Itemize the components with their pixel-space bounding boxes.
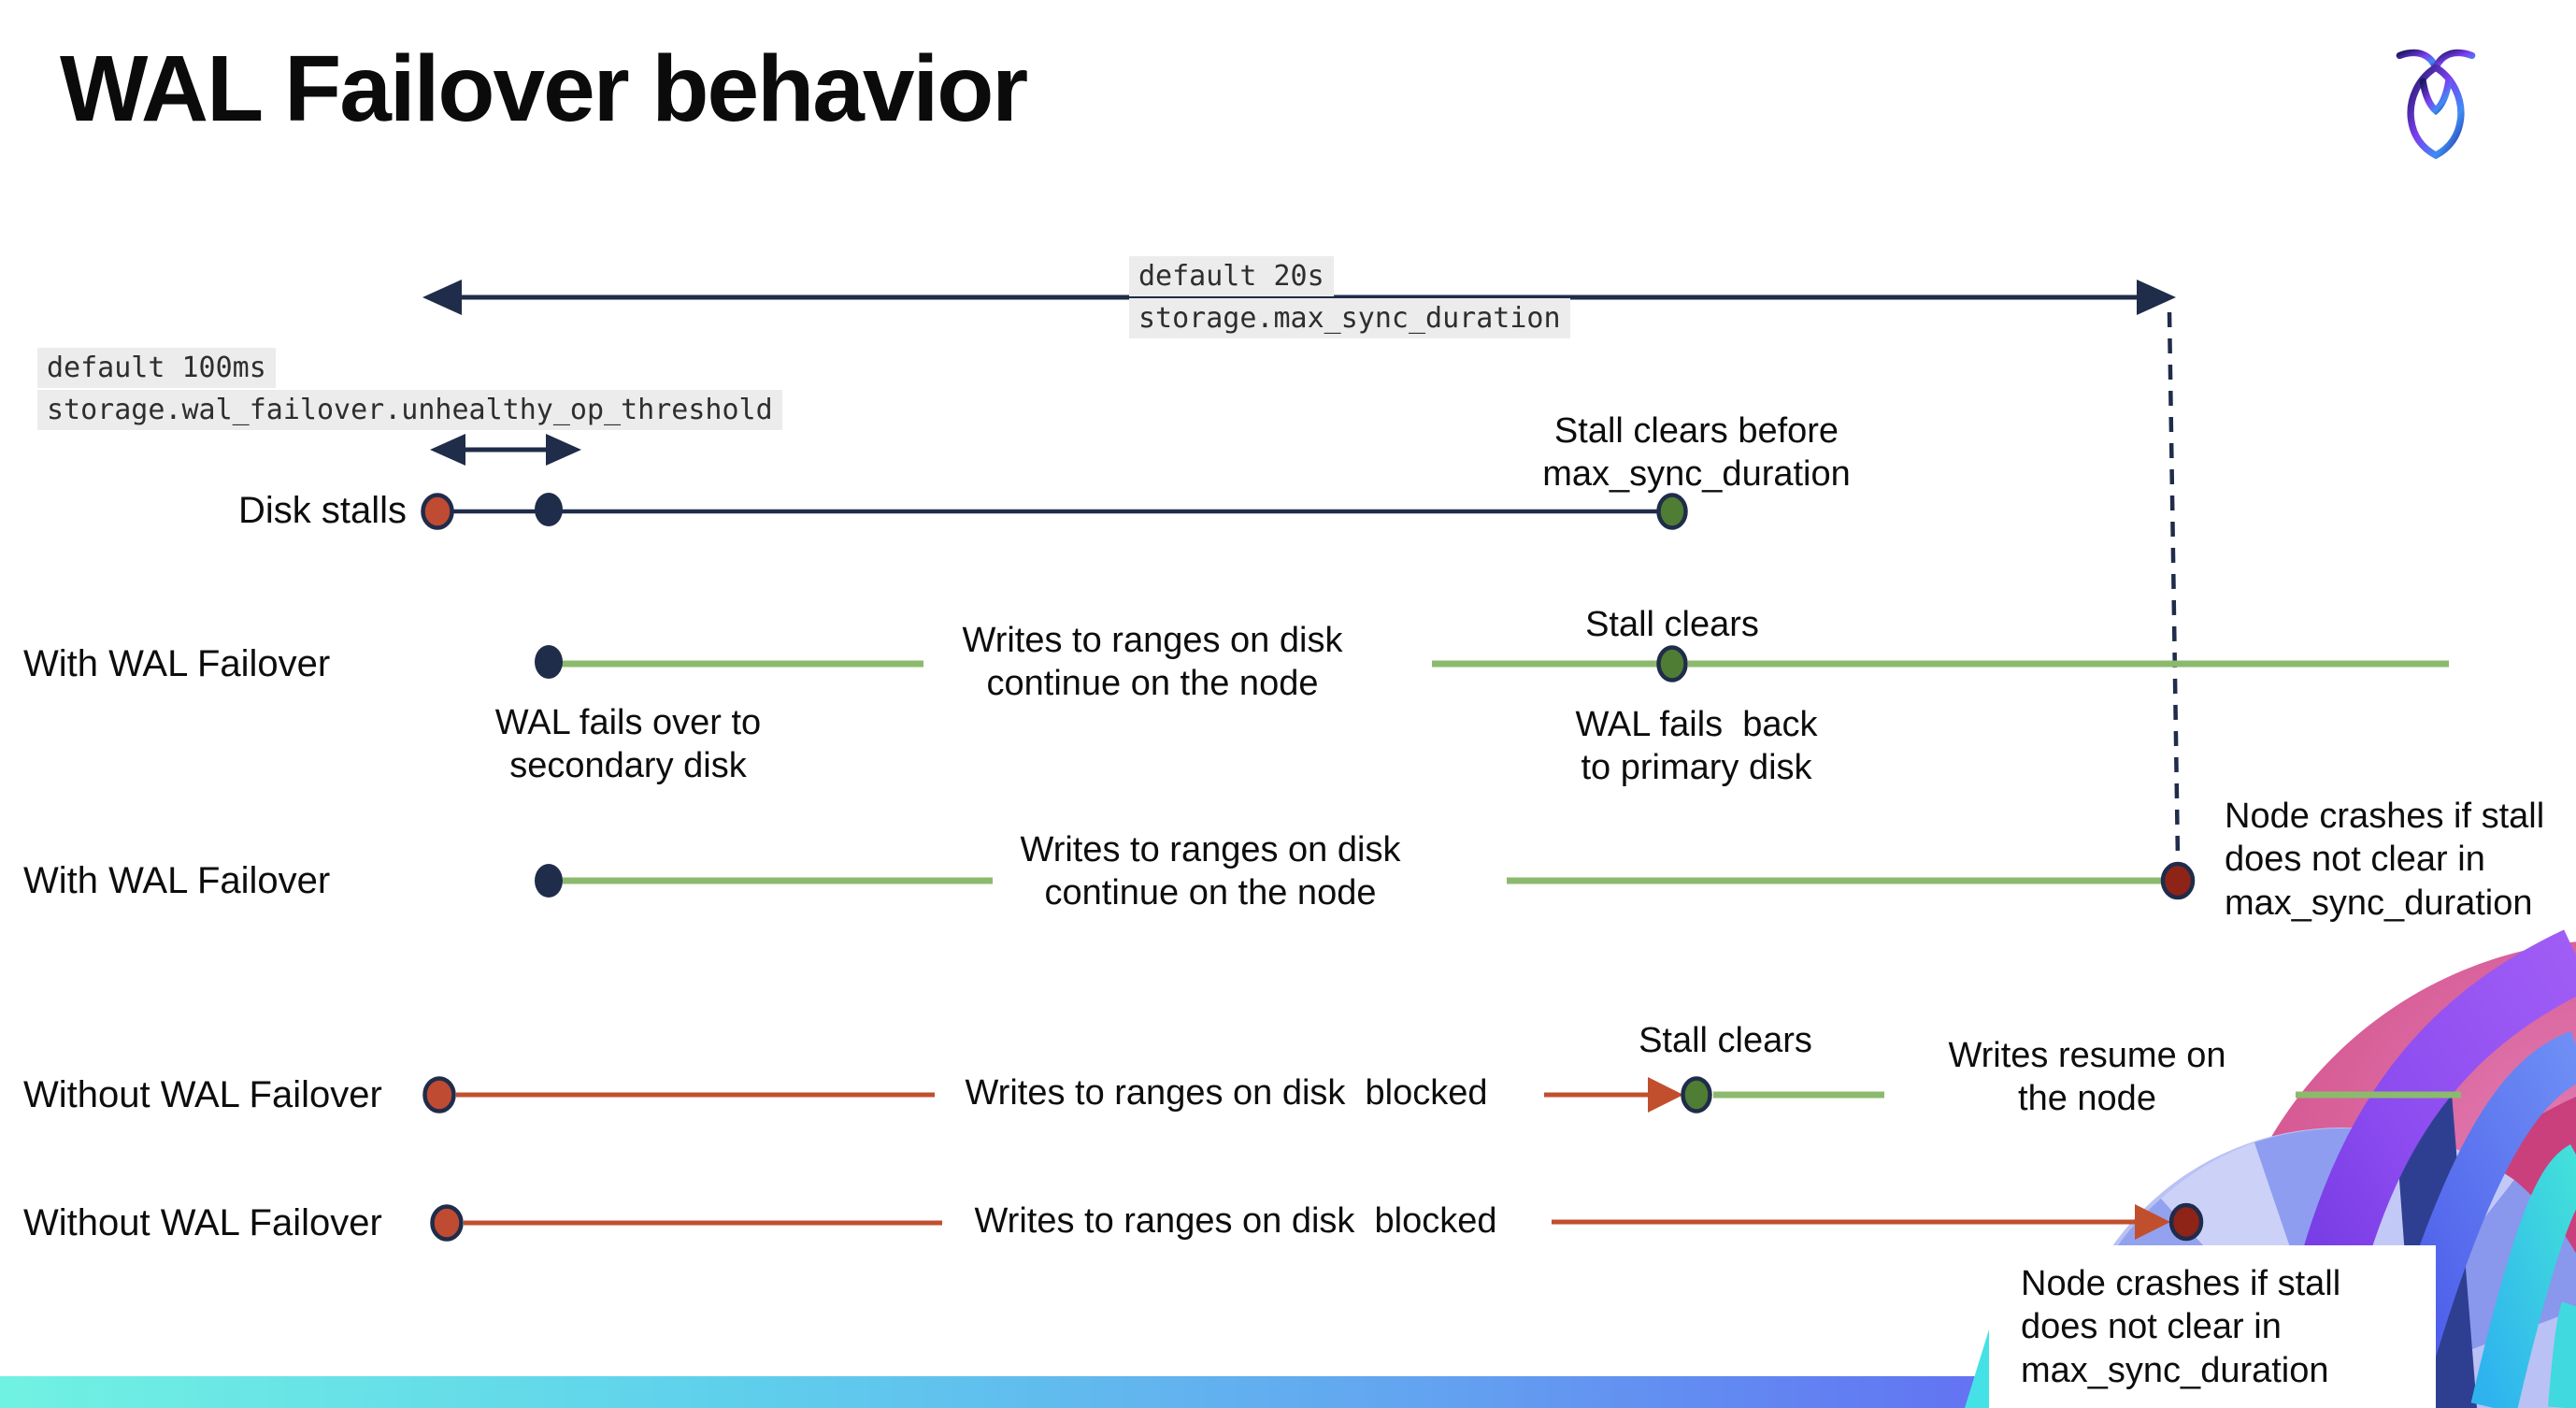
red-arrowhead-icon (2135, 1204, 2170, 1240)
stall-start-dot (422, 1076, 456, 1113)
arrowhead-left-icon (422, 280, 462, 315)
unhealthy-op-threshold-arrow (430, 434, 581, 466)
setting-name: storage.wal_failover.unhealthy_op_thresh… (37, 390, 782, 430)
arrowhead-left-icon (430, 434, 465, 466)
row-disk-stalls (421, 493, 1688, 530)
setting-default-value: default 100ms (37, 348, 276, 388)
max-sync-duration-setting-label: default 20s storage.max_sync_duration (1129, 256, 1570, 340)
node-crash-dot (2160, 861, 2196, 900)
max-sync-duration-arrow (422, 280, 2176, 315)
cockroachdb-logo-icon (2396, 49, 2476, 160)
cyan-sliver (1965, 1329, 1995, 1408)
arrowhead-right-icon (546, 434, 581, 466)
node-crash-dot (2168, 1202, 2204, 1242)
unhealthy-op-threshold-setting-label: default 100ms storage.wal_failover.unhea… (37, 348, 782, 432)
row-without-wal-failover-1 (422, 1076, 2461, 1113)
writes-blocked-label-2: Writes to ranges on disk blocked (974, 1201, 1497, 1241)
wal-fails-over-label: WAL fails over to secondary disk (494, 703, 762, 786)
writes-blocked-label-1: Writes to ranges on disk blocked (965, 1073, 1488, 1113)
stall-clears-dot (1681, 1076, 1712, 1113)
node-crash-callout-box: Node crashes if stall does not clear in … (1989, 1245, 2436, 1408)
writes-resume-label: Writes resume on the node (1948, 1036, 2226, 1119)
row-label-without-wal-failover-2: Without WAL Failover (23, 1202, 382, 1243)
failover-dot (535, 645, 563, 679)
stall-clears-label-2: Stall clears (1639, 1021, 1812, 1060)
page-title: WAL Failover behavior (60, 36, 1028, 141)
setting-name: storage.max_sync_duration (1129, 298, 1570, 338)
stall-start-dot (421, 493, 454, 530)
stall-clears-dot (1656, 493, 1688, 530)
row-label-disk-stalls: Disk stalls (237, 490, 407, 531)
red-arrowhead-icon (1648, 1077, 1683, 1113)
teal-arch-small (2548, 1301, 2576, 1408)
writes-continue-label-2: Writes to ranges on disk continue on the… (1020, 830, 1401, 913)
row-label-with-wal-failover-1: With WAL Failover (23, 643, 331, 684)
stall-clears-before-label: Stall clears before max_sync_duration (1542, 411, 1851, 495)
failover-threshold-dot (535, 493, 563, 526)
wal-fails-back-label: WAL fails back to primary disk (1575, 705, 1818, 788)
node-crashes-label-1: Node crashes if stall does not clear in … (2225, 797, 2545, 923)
failover-dot (535, 864, 563, 898)
max-sync-boundary-dashed-line (2167, 311, 2181, 861)
row-with-wal-failover-1 (535, 645, 2449, 682)
stall-start-dot (430, 1204, 464, 1242)
setting-default-value: default 20s (1129, 256, 1334, 296)
row-without-wal-failover-2 (430, 1202, 2204, 1242)
arrowhead-right-icon (2137, 280, 2176, 315)
teal-arch (2470, 1144, 2576, 1408)
stall-clears-label-1: Stall clears (1585, 605, 1759, 644)
stall-clears-dot (1656, 645, 1688, 682)
row-label-without-wal-failover-1: Without WAL Failover (23, 1074, 382, 1115)
row-label-with-wal-failover-2: With WAL Failover (23, 860, 331, 901)
writes-continue-label-1: Writes to ranges on disk continue on the… (962, 621, 1343, 704)
node-crashes-label-2: Node crashes if stall does not clear in … (2021, 1264, 2341, 1390)
row-with-wal-failover-2 (535, 861, 2196, 900)
